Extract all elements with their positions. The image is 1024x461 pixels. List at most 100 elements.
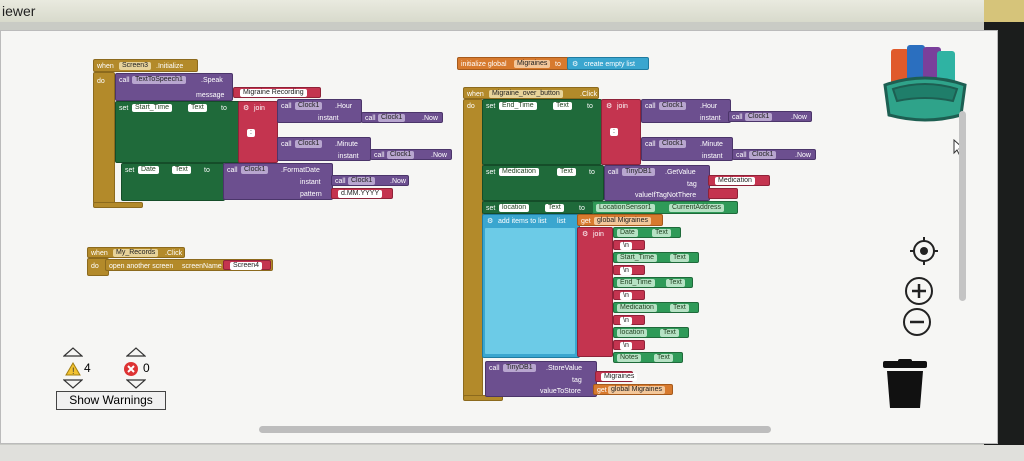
text-prop-dropdown[interactable]: Text bbox=[172, 166, 191, 174]
trash-icon[interactable] bbox=[881, 359, 929, 409]
colon-text[interactable]: : bbox=[247, 129, 255, 137]
tts-dropdown[interactable]: TextToSpeech1 bbox=[132, 76, 186, 84]
global-migraines-dropdown[interactable]: global Migraines bbox=[594, 217, 651, 225]
clock-now-block-1[interactable]: call Clock1 .Now bbox=[361, 112, 443, 123]
clock-dropdown[interactable]: Clock1 bbox=[348, 177, 376, 185]
clock-dropdown[interactable]: Clock1 bbox=[749, 151, 777, 159]
pattern-value[interactable]: d.MM.YYYY bbox=[338, 190, 383, 198]
notes-text-getter[interactable]: Notes Text bbox=[613, 352, 683, 363]
errors-down-arrow-icon[interactable] bbox=[126, 379, 146, 389]
message-text-block[interactable]: Migraine Recording bbox=[233, 87, 321, 98]
gear-icon[interactable]: ⚙ bbox=[606, 103, 613, 110]
clock-dropdown[interactable]: Clock1 bbox=[295, 140, 323, 148]
migraines-tag-text[interactable]: Migraines bbox=[595, 371, 638, 382]
clock-dropdown[interactable]: Clock1 bbox=[745, 113, 773, 121]
text-prop-dropdown[interactable]: Text bbox=[670, 254, 689, 262]
text-prop-dropdown[interactable]: Text bbox=[652, 229, 671, 237]
set-end-time-block[interactable]: set End_Time Text to bbox=[482, 99, 602, 165]
text-prop-dropdown[interactable]: Text bbox=[545, 204, 564, 212]
start-time-dropdown[interactable]: Start_Time bbox=[132, 104, 172, 112]
set-location-block[interactable]: set location Text to bbox=[482, 201, 594, 214]
screen3-init-header[interactable]: when Screen3 .Initialize bbox=[93, 59, 198, 72]
clock-dropdown[interactable]: Clock1 bbox=[659, 102, 687, 110]
notes-getter-dropdown[interactable]: Notes bbox=[617, 354, 642, 362]
show-warnings-button[interactable]: Show Warnings bbox=[56, 391, 166, 410]
text-prop-dropdown[interactable]: Text bbox=[553, 102, 572, 110]
text-prop-dropdown[interactable]: Text bbox=[666, 279, 685, 287]
medication-dropdown[interactable]: Medication bbox=[499, 168, 539, 176]
clock-dropdown[interactable]: Clock1 bbox=[378, 114, 406, 122]
text-prop-dropdown[interactable]: Text bbox=[188, 104, 207, 112]
medication-text-getter[interactable]: Medication Text bbox=[613, 302, 699, 313]
location-getter-dropdown[interactable]: location bbox=[617, 329, 648, 337]
blocks-workspace[interactable]: when Screen3 .Initialize do call TextToS… bbox=[0, 30, 998, 444]
migraine-over-click-header[interactable]: when Migraine_over_button .Click bbox=[463, 87, 599, 99]
newline-value[interactable]: \n bbox=[620, 292, 632, 300]
pattern-text-block[interactable]: d.MM.YYYY bbox=[331, 188, 393, 199]
clock-minute-block-2[interactable]: call Clock1 .Minute instant bbox=[641, 137, 733, 161]
newline-value[interactable]: \n bbox=[620, 317, 632, 325]
medication-tag-text[interactable]: Medication bbox=[708, 175, 770, 186]
empty-text-block[interactable] bbox=[708, 188, 738, 199]
medication-tag-value[interactable]: Medication bbox=[715, 177, 755, 185]
colon-text[interactable]: : bbox=[610, 128, 618, 136]
newline-value[interactable]: \n bbox=[620, 242, 632, 250]
clock-dropdown[interactable]: Clock1 bbox=[387, 151, 415, 159]
newline-value[interactable]: \n bbox=[620, 342, 632, 350]
clock-hour-block-2[interactable]: call Clock1 .Hour instant bbox=[641, 99, 731, 123]
start-time-getter-dropdown[interactable]: Start_Time bbox=[617, 254, 657, 262]
backpack-icon[interactable] bbox=[879, 37, 971, 123]
set-date-block[interactable]: set Date Text to bbox=[121, 163, 225, 201]
message-value[interactable]: Migraine Recording bbox=[240, 89, 307, 97]
init-global-block[interactable]: initialize global Migraines to bbox=[457, 57, 569, 70]
get-global-block-1[interactable]: get global Migraines bbox=[577, 214, 663, 226]
component-dropdown[interactable]: Screen3 bbox=[119, 62, 152, 70]
start-time-text-getter[interactable]: Start_Time Text bbox=[613, 252, 699, 263]
location-dropdown[interactable]: location bbox=[499, 204, 530, 212]
date-dropdown[interactable]: Date bbox=[138, 166, 159, 174]
text-prop-dropdown[interactable]: Text bbox=[660, 329, 679, 337]
newline-text-3[interactable]: \n bbox=[613, 290, 645, 300]
set-start-time-block[interactable]: set Start_Time Text to bbox=[115, 101, 241, 163]
newline-text-4[interactable]: \n bbox=[613, 315, 645, 325]
join-block-2[interactable]: ⚙ join : bbox=[601, 99, 641, 165]
speak-block[interactable]: call TextToSpeech1 .Speak message bbox=[115, 73, 233, 101]
end-time-text-getter[interactable]: End_Time Text bbox=[613, 277, 693, 288]
location-sensor-block[interactable]: LocationSensor1 CurrentAddress bbox=[592, 201, 738, 214]
medication-getter-dropdown[interactable]: Medication bbox=[617, 304, 657, 312]
gear-icon[interactable]: ⚙ bbox=[487, 218, 494, 225]
date-getter-dropdown[interactable]: Date bbox=[617, 229, 638, 237]
vertical-scrollbar[interactable] bbox=[959, 111, 966, 301]
text-prop-dropdown[interactable]: Text bbox=[557, 168, 576, 176]
join-block-3[interactable]: ⚙ join bbox=[577, 227, 613, 357]
global-name-field[interactable]: Migraines bbox=[514, 60, 551, 68]
clock-dropdown[interactable]: Clock1 bbox=[241, 166, 269, 174]
my-records-click-header[interactable]: when My_Records .Click bbox=[87, 247, 185, 258]
tinydb-dropdown[interactable]: TinyDB1 bbox=[503, 364, 536, 372]
text-prop-dropdown[interactable]: Text bbox=[654, 354, 673, 362]
clock-now-block-2[interactable]: call Clock1 .Now bbox=[370, 149, 452, 160]
clock-now-block-3[interactable]: call Clock1 .Now bbox=[331, 175, 409, 186]
current-address-dropdown[interactable]: CurrentAddress bbox=[669, 204, 725, 212]
component-dropdown[interactable]: My_Records bbox=[113, 249, 159, 257]
screen4-value[interactable]: Screen4 bbox=[230, 262, 263, 270]
newline-text-2[interactable]: \n bbox=[613, 265, 645, 275]
zoom-in-icon[interactable] bbox=[904, 276, 934, 306]
migraines-tag-value[interactable]: Migraines bbox=[601, 373, 638, 381]
format-date-block[interactable]: call Clock1 .FormatDate instant pattern bbox=[223, 163, 333, 200]
tinydb-getvalue-block[interactable]: call TinyDB1 .GetValue tag valueIfTagNot… bbox=[604, 165, 710, 201]
tinydb-dropdown[interactable]: TinyDB1 bbox=[622, 168, 655, 176]
center-target-icon[interactable] bbox=[909, 236, 939, 266]
set-medication-block[interactable]: set Medication Text to bbox=[482, 165, 604, 201]
end-time-dropdown[interactable]: End_Time bbox=[499, 102, 537, 110]
warnings-up-arrow-icon[interactable] bbox=[63, 347, 83, 357]
gear-icon[interactable]: ⚙ bbox=[572, 61, 579, 68]
text-prop-dropdown[interactable]: Text bbox=[670, 304, 689, 312]
get-global-block-2[interactable]: get global Migraines bbox=[593, 384, 673, 395]
clock-now-block-5[interactable]: call Clock1 .Now bbox=[732, 149, 816, 160]
create-empty-list-block[interactable]: ⚙ create empty list bbox=[567, 57, 649, 70]
newline-text-1[interactable]: \n bbox=[613, 240, 645, 250]
location-text-getter[interactable]: location Text bbox=[613, 327, 689, 338]
tinydb-storevalue-block[interactable]: call TinyDB1 .StoreValue tag valueToStor… bbox=[485, 361, 597, 397]
horizontal-scrollbar[interactable] bbox=[259, 426, 771, 433]
